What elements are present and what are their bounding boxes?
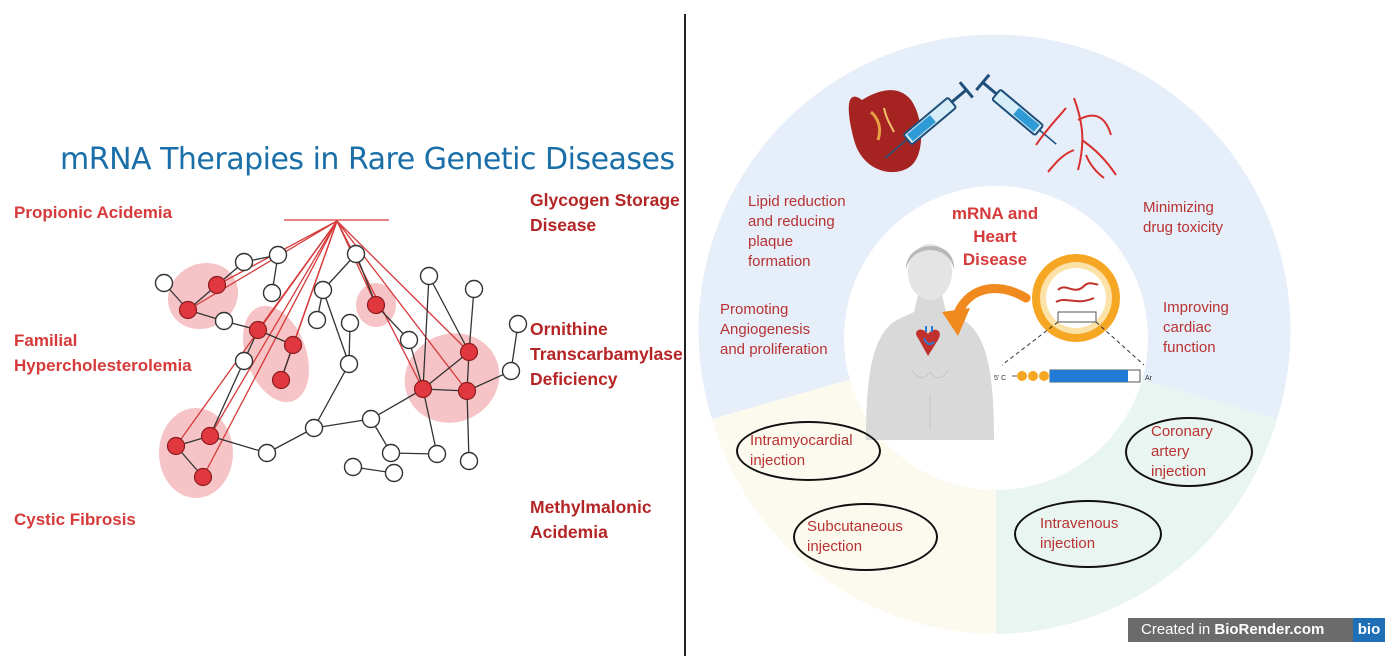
delivery-arrow-icon — [942, 284, 1031, 336]
network-nodes-white — [154, 244, 528, 483]
mrna-construct-icon — [1012, 369, 1141, 383]
patient-figure — [866, 244, 994, 440]
spoke-10 — [336, 220, 470, 353]
route-intramyocardial: Intramyocardial injection — [736, 421, 881, 481]
zoom-lines — [1001, 321, 1145, 366]
center-title: mRNA and Heart Disease — [951, 204, 1039, 269]
heart-organ-icon — [848, 90, 922, 173]
biorender-badge[interactable]: Created in BioRender.com bio — [1128, 618, 1385, 642]
network-nodes-red — [166, 275, 479, 487]
biorender-logo-icon: bio — [1353, 618, 1385, 642]
panel-divider — [684, 14, 686, 656]
small-heart-icon — [916, 326, 940, 356]
route-coronary-artery: Coronary artery injection — [1125, 417, 1253, 487]
lipid-nanoparticle-icon — [1032, 254, 1120, 342]
route-subcutaneous: Subcutaneous injection — [793, 503, 938, 571]
syringe-icon-heart — [884, 81, 974, 159]
label-propionic-acidemia: Propionic Acidemia — [14, 203, 173, 222]
spoke-7 — [209, 220, 338, 437]
badge-text: Created in BioRender.com — [1141, 621, 1325, 638]
halo-5 — [159, 408, 233, 498]
spoke-1 — [187, 220, 338, 311]
construct-tail-label: Ar — [1145, 375, 1153, 382]
gene-network — [154, 219, 528, 498]
label-cystic-fibrosis: Cystic Fibrosis — [14, 510, 136, 529]
route-intravenous: Intravenous injection — [1014, 500, 1162, 568]
construct-5prime-label: 5' C — [994, 375, 1006, 382]
diagram-title: mRNA Therapies in Rare Genetic Diseases — [60, 142, 675, 177]
heart-disease-wheel: 5' C Ar — [698, 34, 1291, 634]
syringe-icon-vessel — [975, 73, 1057, 145]
spoke-8 — [202, 220, 338, 478]
coronary-vessels-icon — [1035, 97, 1117, 179]
